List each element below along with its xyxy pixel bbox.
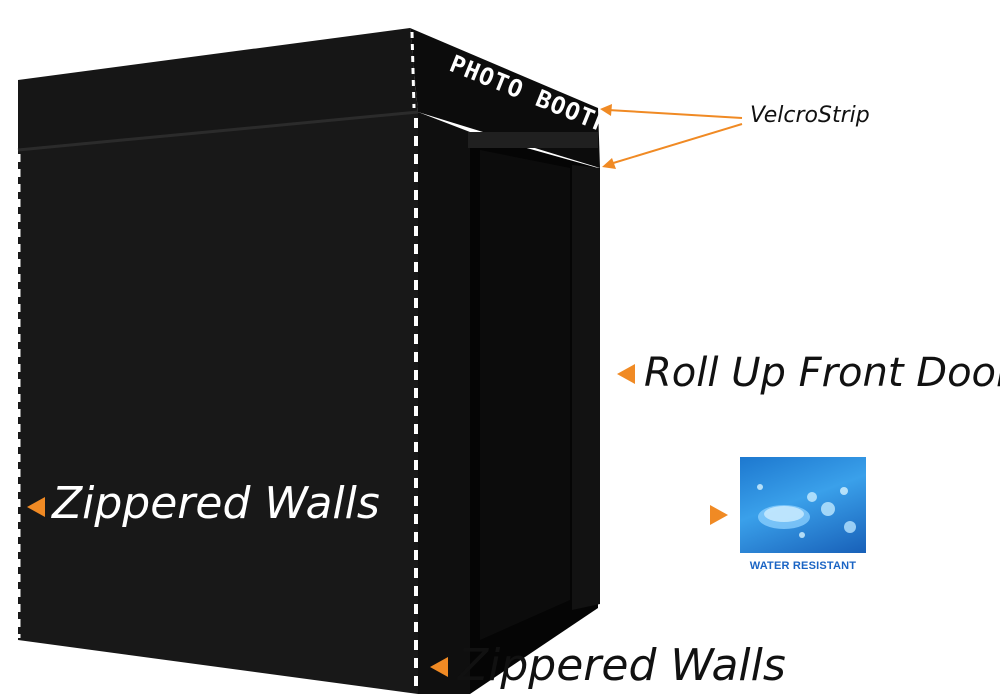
velcro-arrow-bottom — [609, 123, 743, 165]
front-panel-left — [418, 112, 470, 694]
velcro-strip-label: VelcroStrip — [750, 103, 870, 128]
canopy-top-left — [18, 28, 418, 150]
roll-up-door-label: Roll Up Front Door — [644, 350, 1000, 396]
zippered-walls-bottom-label: Zippered Walls — [458, 640, 786, 691]
velcro-arrow-top — [607, 109, 743, 119]
roll-up-door-pointer-icon — [617, 364, 635, 384]
water-resistant-label: WATER RESISTANT — [749, 560, 857, 572]
door-opening — [470, 132, 598, 694]
velcro-arrow-bottom-head — [602, 158, 616, 169]
canopy-seam — [17, 110, 419, 152]
zipper-top — [410, 31, 416, 109]
water-resistant-pointer-icon — [710, 505, 728, 525]
front-panel-right — [572, 165, 600, 610]
water-droplet-fabric-icon — [740, 457, 866, 553]
zippered-walls-bottom-pointer-icon — [430, 657, 448, 677]
velcro-arrow-top-head — [600, 104, 612, 116]
door-interior-shade — [480, 150, 570, 640]
rolled-door-edge — [468, 132, 598, 148]
zippered-walls-left-label: Zippered Walls — [52, 478, 380, 529]
side-wall-left — [18, 112, 418, 694]
zippered-walls-left-pointer-icon — [27, 497, 45, 517]
